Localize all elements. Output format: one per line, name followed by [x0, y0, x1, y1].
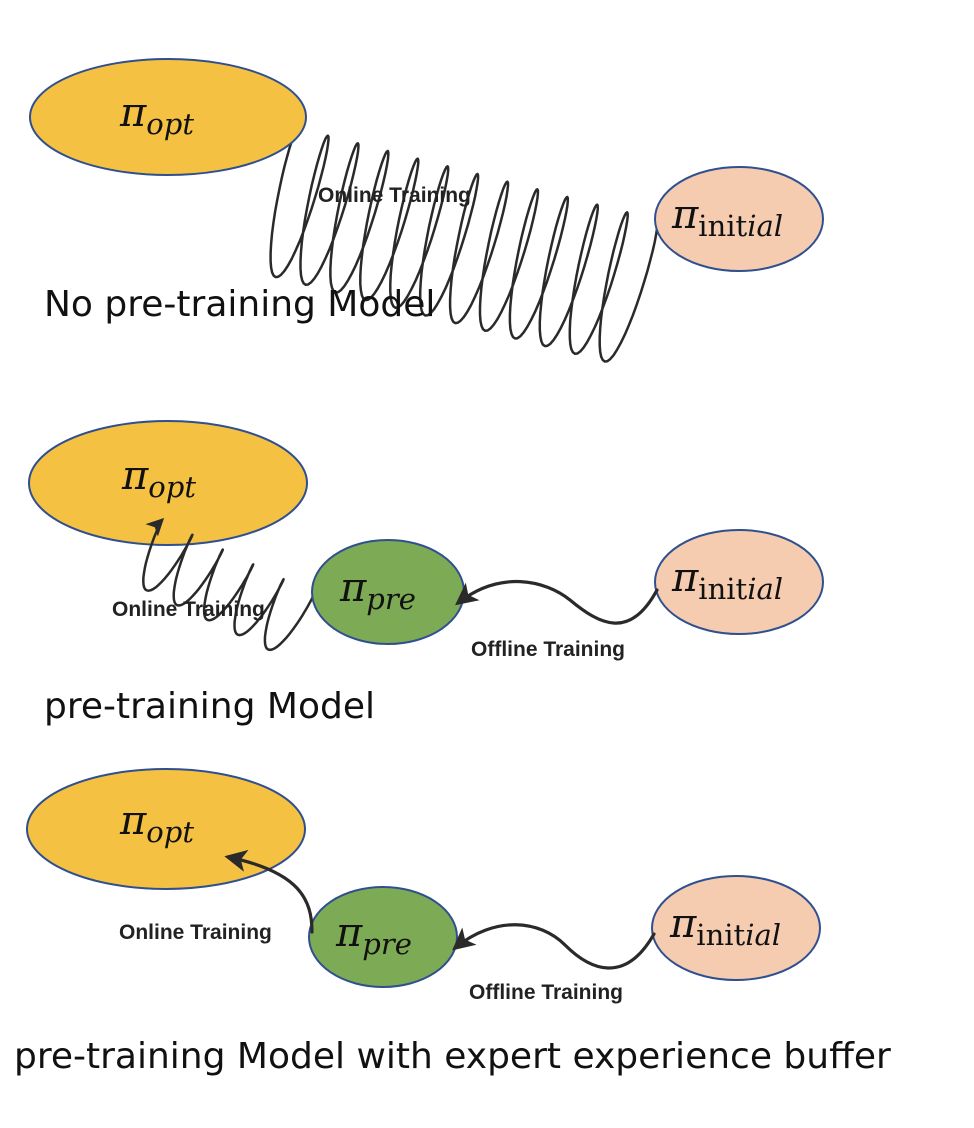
online-training-arrow [224, 849, 314, 934]
pi-opt-label: πopt [121, 453, 196, 504]
caption-pretraining: pre-training Model [44, 686, 375, 727]
panel-no-pretraining: πopt πinitial Online Training No pre-tra… [29, 58, 824, 363]
pi-initial-node [654, 529, 824, 635]
pi-initial-label: πinitial [671, 555, 783, 606]
pi-pre-label: πpre [335, 910, 412, 961]
pi-initial-node [654, 166, 824, 272]
pi-opt-label: πopt [119, 90, 194, 141]
online-training-label: Online Training [318, 184, 471, 207]
online-training-coil-arrow [142, 517, 316, 652]
caption-pretraining-expert-buffer: pre-training Model with expert experienc… [14, 1036, 891, 1077]
online-training-label: Online Training [119, 921, 272, 944]
online-training-coil-arrow [269, 126, 659, 363]
offline-training-label: Offline Training [471, 638, 625, 661]
offline-training-arrow [452, 923, 656, 970]
pi-initial-label: πinitial [669, 901, 781, 952]
online-training-label: Online Training [112, 598, 265, 621]
caption-no-pretraining: No pre-training Model [44, 284, 435, 325]
offline-training-arrow [455, 580, 659, 625]
panel-pretraining: πopt πpre πinitial Online Training Offli… [28, 420, 824, 727]
offline-training-label: Offline Training [469, 981, 623, 1004]
pi-pre-label: πpre [339, 565, 416, 616]
pi-initial-node [651, 875, 821, 981]
panel-pretraining-expert-buffer: πopt πpre πinitial Online Training Offli… [14, 768, 891, 1077]
pi-opt-label: πopt [119, 798, 194, 849]
pi-initial-label: πinitial [671, 192, 783, 243]
pi-opt-node [29, 58, 307, 176]
pi-opt-node [28, 420, 308, 546]
